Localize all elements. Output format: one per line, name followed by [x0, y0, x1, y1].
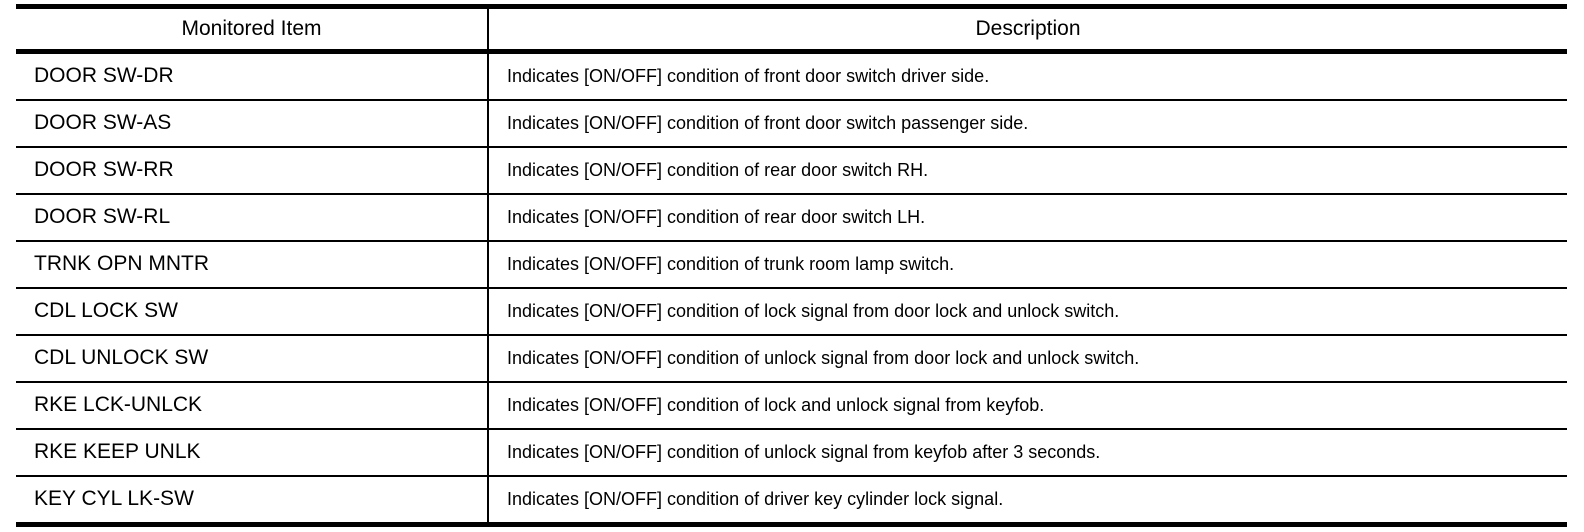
column-header-monitored-item-label: Monitored Item: [181, 17, 322, 41]
column-header-description-label: Description: [975, 17, 1081, 41]
cell-monitored-item: RKE KEEP UNLK: [16, 429, 489, 477]
cell-description: Indicates [ON/OFF] condition of lock sig…: [488, 288, 1567, 336]
cell-description: Indicates [ON/OFF] condition of driver k…: [488, 476, 1567, 527]
cell-description: Indicates [ON/OFF] condition of unlock s…: [488, 429, 1567, 477]
cell-monitored-item: CDL UNLOCK SW: [16, 335, 489, 383]
table-header-row: Monitored Item Description: [16, 4, 1567, 54]
cell-monitored-item: DOOR SW-RL: [16, 194, 489, 242]
cell-description: Indicates [ON/OFF] condition of rear doo…: [488, 147, 1567, 195]
cell-description: Indicates [ON/OFF] condition of front do…: [488, 100, 1567, 148]
cell-monitored-item: DOOR SW-DR: [16, 51, 489, 101]
cell-description: Indicates [ON/OFF] condition of rear doo…: [488, 194, 1567, 242]
cell-monitored-item: DOOR SW-RR: [16, 147, 489, 195]
cell-monitored-item: DOOR SW-AS: [16, 100, 489, 148]
cell-monitored-item: TRNK OPN MNTR: [16, 241, 489, 289]
cell-description: Indicates [ON/OFF] condition of trunk ro…: [488, 241, 1567, 289]
column-header-description: Description: [488, 4, 1567, 54]
column-header-monitored-item: Monitored Item: [16, 4, 489, 54]
cell-description: Indicates [ON/OFF] condition of lock and…: [488, 382, 1567, 430]
cell-monitored-item: KEY CYL LK-SW: [16, 476, 489, 527]
table-header: Monitored Item Description: [16, 4, 1567, 54]
cell-description: Indicates [ON/OFF] condition of front do…: [488, 51, 1567, 101]
cell-monitored-item: RKE LCK-UNLCK: [16, 382, 489, 430]
cell-description: Indicates [ON/OFF] condition of unlock s…: [488, 335, 1567, 383]
cell-monitored-item: CDL LOCK SW: [16, 288, 489, 336]
